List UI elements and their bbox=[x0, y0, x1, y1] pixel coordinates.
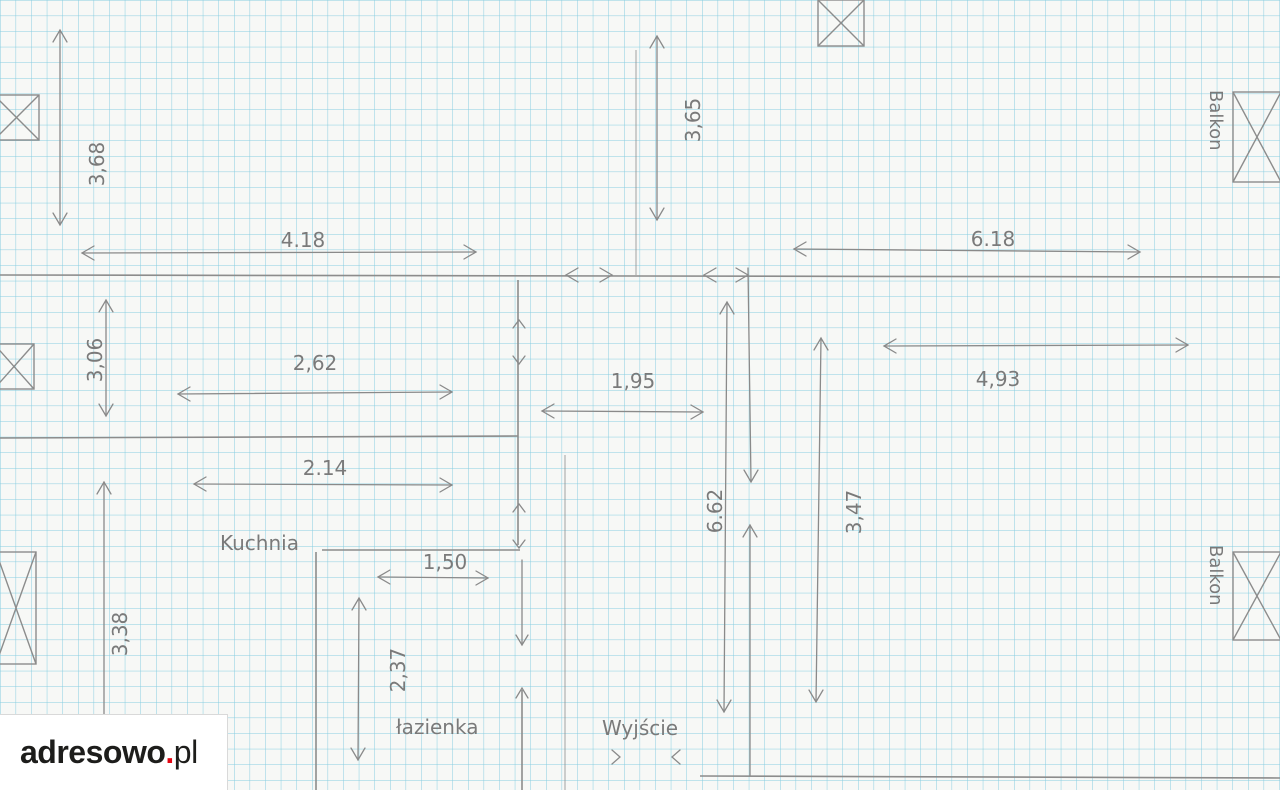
logo-name: adresowo bbox=[20, 734, 166, 770]
dim-6-62: 6.62 bbox=[703, 489, 727, 534]
dim-1-95: 1,95 bbox=[611, 369, 656, 393]
label-kuchnia: Kuchnia bbox=[220, 531, 299, 555]
dim-3-65: 3,65 bbox=[681, 98, 705, 143]
dim-4-93: 4,93 bbox=[976, 367, 1021, 391]
logo-tld: pl bbox=[173, 734, 198, 770]
window-markers bbox=[0, 0, 1280, 665]
dim-1-50: 1,50 bbox=[423, 550, 468, 574]
dim-3-06: 3,06 bbox=[83, 338, 107, 383]
dim-3-38: 3,38 bbox=[108, 612, 132, 657]
label-balkon-bottom: Balkon bbox=[1205, 545, 1226, 606]
dim-4-18: 4.18 bbox=[281, 228, 326, 252]
logo-dot: . bbox=[165, 734, 174, 770]
dim-3-47: 3,47 bbox=[842, 490, 866, 535]
dim-2-37: 2,37 bbox=[386, 648, 410, 693]
dimension-arrows bbox=[52, 28, 1190, 777]
dim-6-18: 6.18 bbox=[971, 227, 1016, 251]
label-lazienka: łazienka bbox=[396, 715, 478, 739]
adresowo-logo[interactable]: adresowo.pl bbox=[0, 714, 228, 790]
dim-3-68: 3,68 bbox=[85, 142, 109, 187]
label-balkon-top: Balkon bbox=[1205, 90, 1226, 151]
dim-2-62: 2,62 bbox=[293, 351, 338, 375]
logo-text: adresowo.pl bbox=[20, 734, 198, 771]
dim-2-14: 2.14 bbox=[303, 456, 348, 480]
wall-lines bbox=[0, 50, 1280, 790]
label-wyjscie: Wyjście bbox=[602, 716, 678, 740]
